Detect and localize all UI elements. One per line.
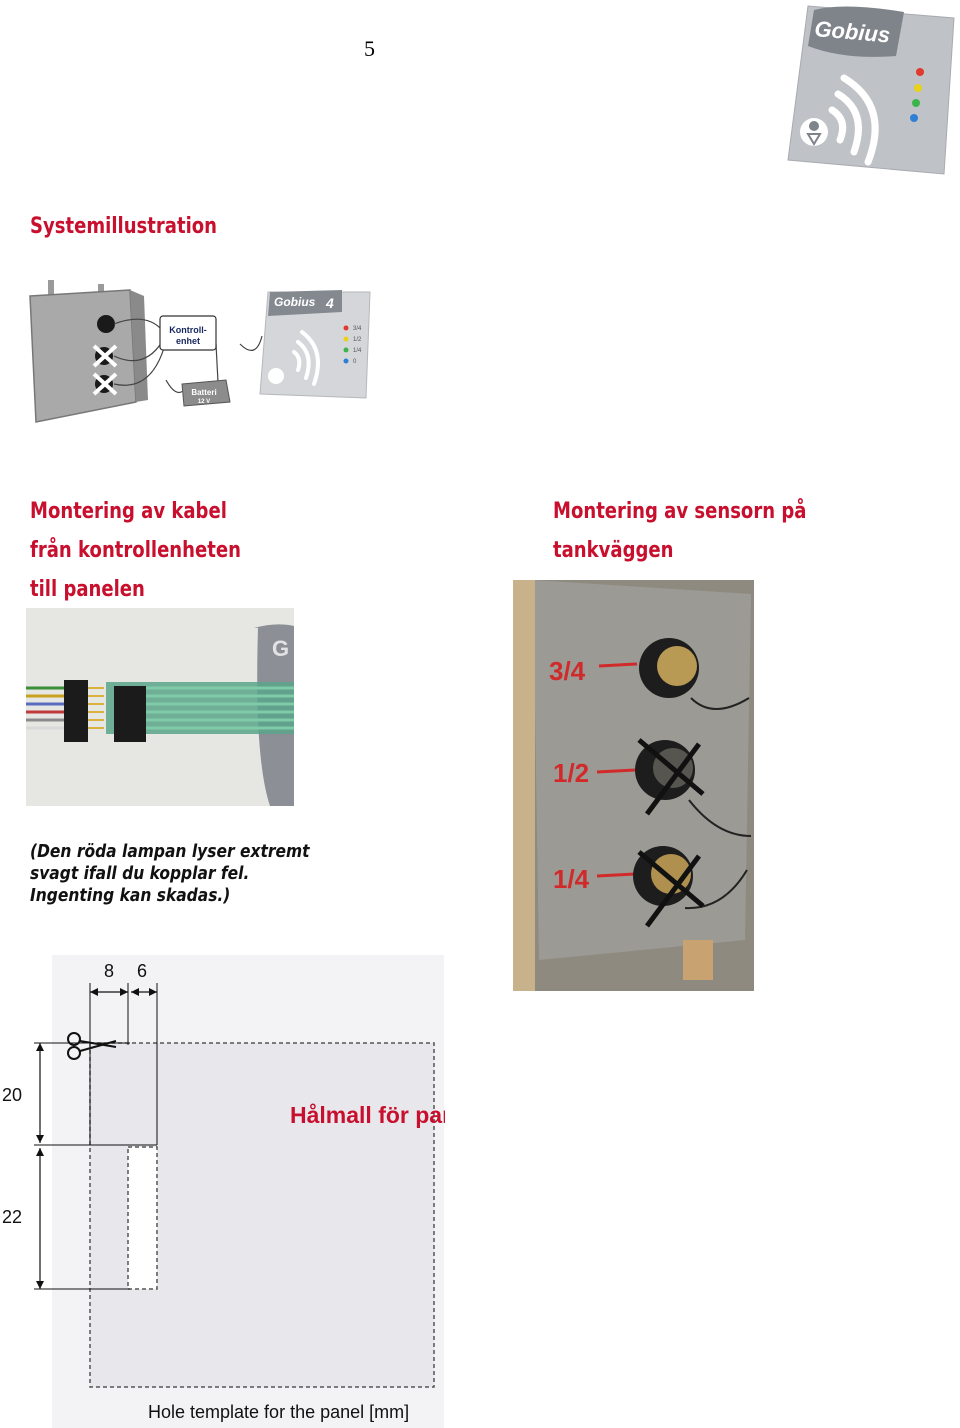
level-label: 3/4 [353,326,362,332]
battery-box [181,379,231,407]
heading-line: Montering av kabel [30,499,227,524]
hole-cutout [127,1146,158,1290]
heading-cable-mounting: Montering av kabel från kontrollenheten … [30,492,241,609]
svg-text:G: G [272,636,289,661]
small-panel-brand: Gobius [274,295,316,309]
note-line: svagt ifall du kopplar fel. [30,863,250,884]
page-number: 5 [364,36,375,61]
control-unit-label: enhet [176,336,200,346]
warning-note: (Den röda lampan lyser extremt svagt ifa… [30,841,310,907]
scissors-icon [67,1032,117,1060]
level-label: 1/4 [353,348,362,354]
dim-left-20: 20 [2,1085,22,1105]
sensor-tank-photo: 3/4 1/2 1/4 [513,580,754,991]
led-red [916,68,924,76]
led-green [912,99,920,107]
heading-line: Montering av sensorn på [553,499,807,524]
touch-button-icon [800,118,828,146]
male-connector [64,680,88,742]
template-title: Hålmall för panelen [290,1102,445,1128]
dim-top-8: 8 [104,961,114,981]
sensor-label-1-2: 1/2 [553,758,589,788]
heading-line: tankväggen [553,538,674,563]
cable-connector-photo: G [26,608,294,806]
battery-label: 12 V [198,399,210,405]
small-panel-model: 4 [325,295,334,311]
battery-label: Batteri [191,388,216,397]
sensor-label-1-4: 1/4 [553,864,590,894]
level-label: 0 [353,359,357,365]
signal-waves-icon [828,74,879,166]
dim-left-22: 22 [2,1207,22,1227]
sensor-label-3-4: 3/4 [549,656,586,686]
led-blue [910,114,918,122]
note-line: (Den röda lampan lyser extremt [30,841,310,862]
control-unit-box [159,315,217,351]
female-connector [114,686,146,742]
system-illustration: Kontroll- enhet Batteri 12 V Gobius 4 3/… [29,280,371,423]
heading-line: från kontrollenheten [30,538,241,563]
led-yellow [914,84,922,92]
template-caption: Hole template for the panel [mm] [148,1402,409,1422]
sensor-3-4-icon [97,315,115,333]
heading-line: till panelen [30,577,145,602]
cross-icon [637,738,705,928]
hole-template: 8 6 20 22 Hålmall för panelen Hole templ… [2,955,445,1428]
level-label: 1/2 [353,337,362,343]
note-line: Ingenting kan skadas.) [30,885,231,906]
heading-sensor-mounting: Montering av sensorn på tankväggen [553,492,806,570]
tank [29,289,137,423]
heading-system-illustration: Systemillustration [30,214,218,239]
gobius-panel-illustration: Gobius [787,5,955,175]
control-unit-label: Kontroll- [169,325,207,335]
dim-top-6: 6 [137,961,147,981]
cross-icon [92,344,118,396]
